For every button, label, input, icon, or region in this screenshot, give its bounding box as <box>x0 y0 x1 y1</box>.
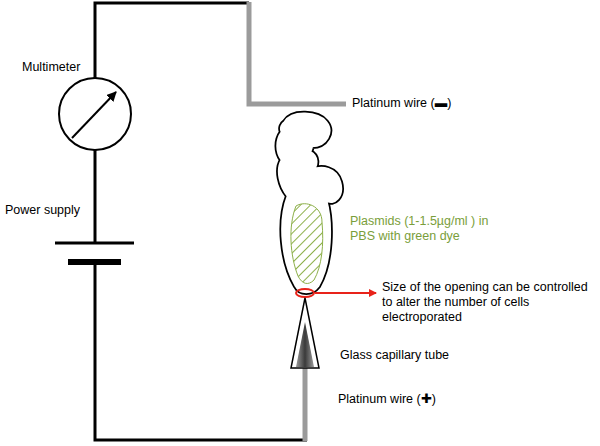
battery-plate <box>68 259 121 265</box>
meter-needle <box>72 92 116 138</box>
opening-marker <box>296 289 314 297</box>
multimeter-symbol <box>59 78 131 150</box>
battery-plate <box>55 242 134 245</box>
callout-arrow <box>315 292 376 294</box>
electrode-label: Platinum wire (▬) <box>352 96 451 111</box>
capillary-fill <box>296 322 314 367</box>
component-label: Power supply <box>5 203 80 218</box>
embryo-outline <box>278 114 341 292</box>
wire <box>95 262 307 440</box>
capillary-tube <box>291 298 319 368</box>
plasmid-region <box>291 204 323 284</box>
embryo-outline-inner <box>278 114 341 292</box>
solution-label: Plasmids (1-1.5µg/ml ) in PBS with green… <box>350 214 490 244</box>
component-label: Multimeter <box>22 60 80 75</box>
wire <box>94 150 97 243</box>
component-label: Glass capillary tube <box>340 348 449 363</box>
callout-note: Size of the opening can be controlled to… <box>382 280 594 325</box>
wire <box>95 3 249 78</box>
electrode-label: Platinum wire (✚) <box>338 392 436 407</box>
platinum-wire <box>303 368 308 441</box>
platinum-wire <box>249 2 346 104</box>
